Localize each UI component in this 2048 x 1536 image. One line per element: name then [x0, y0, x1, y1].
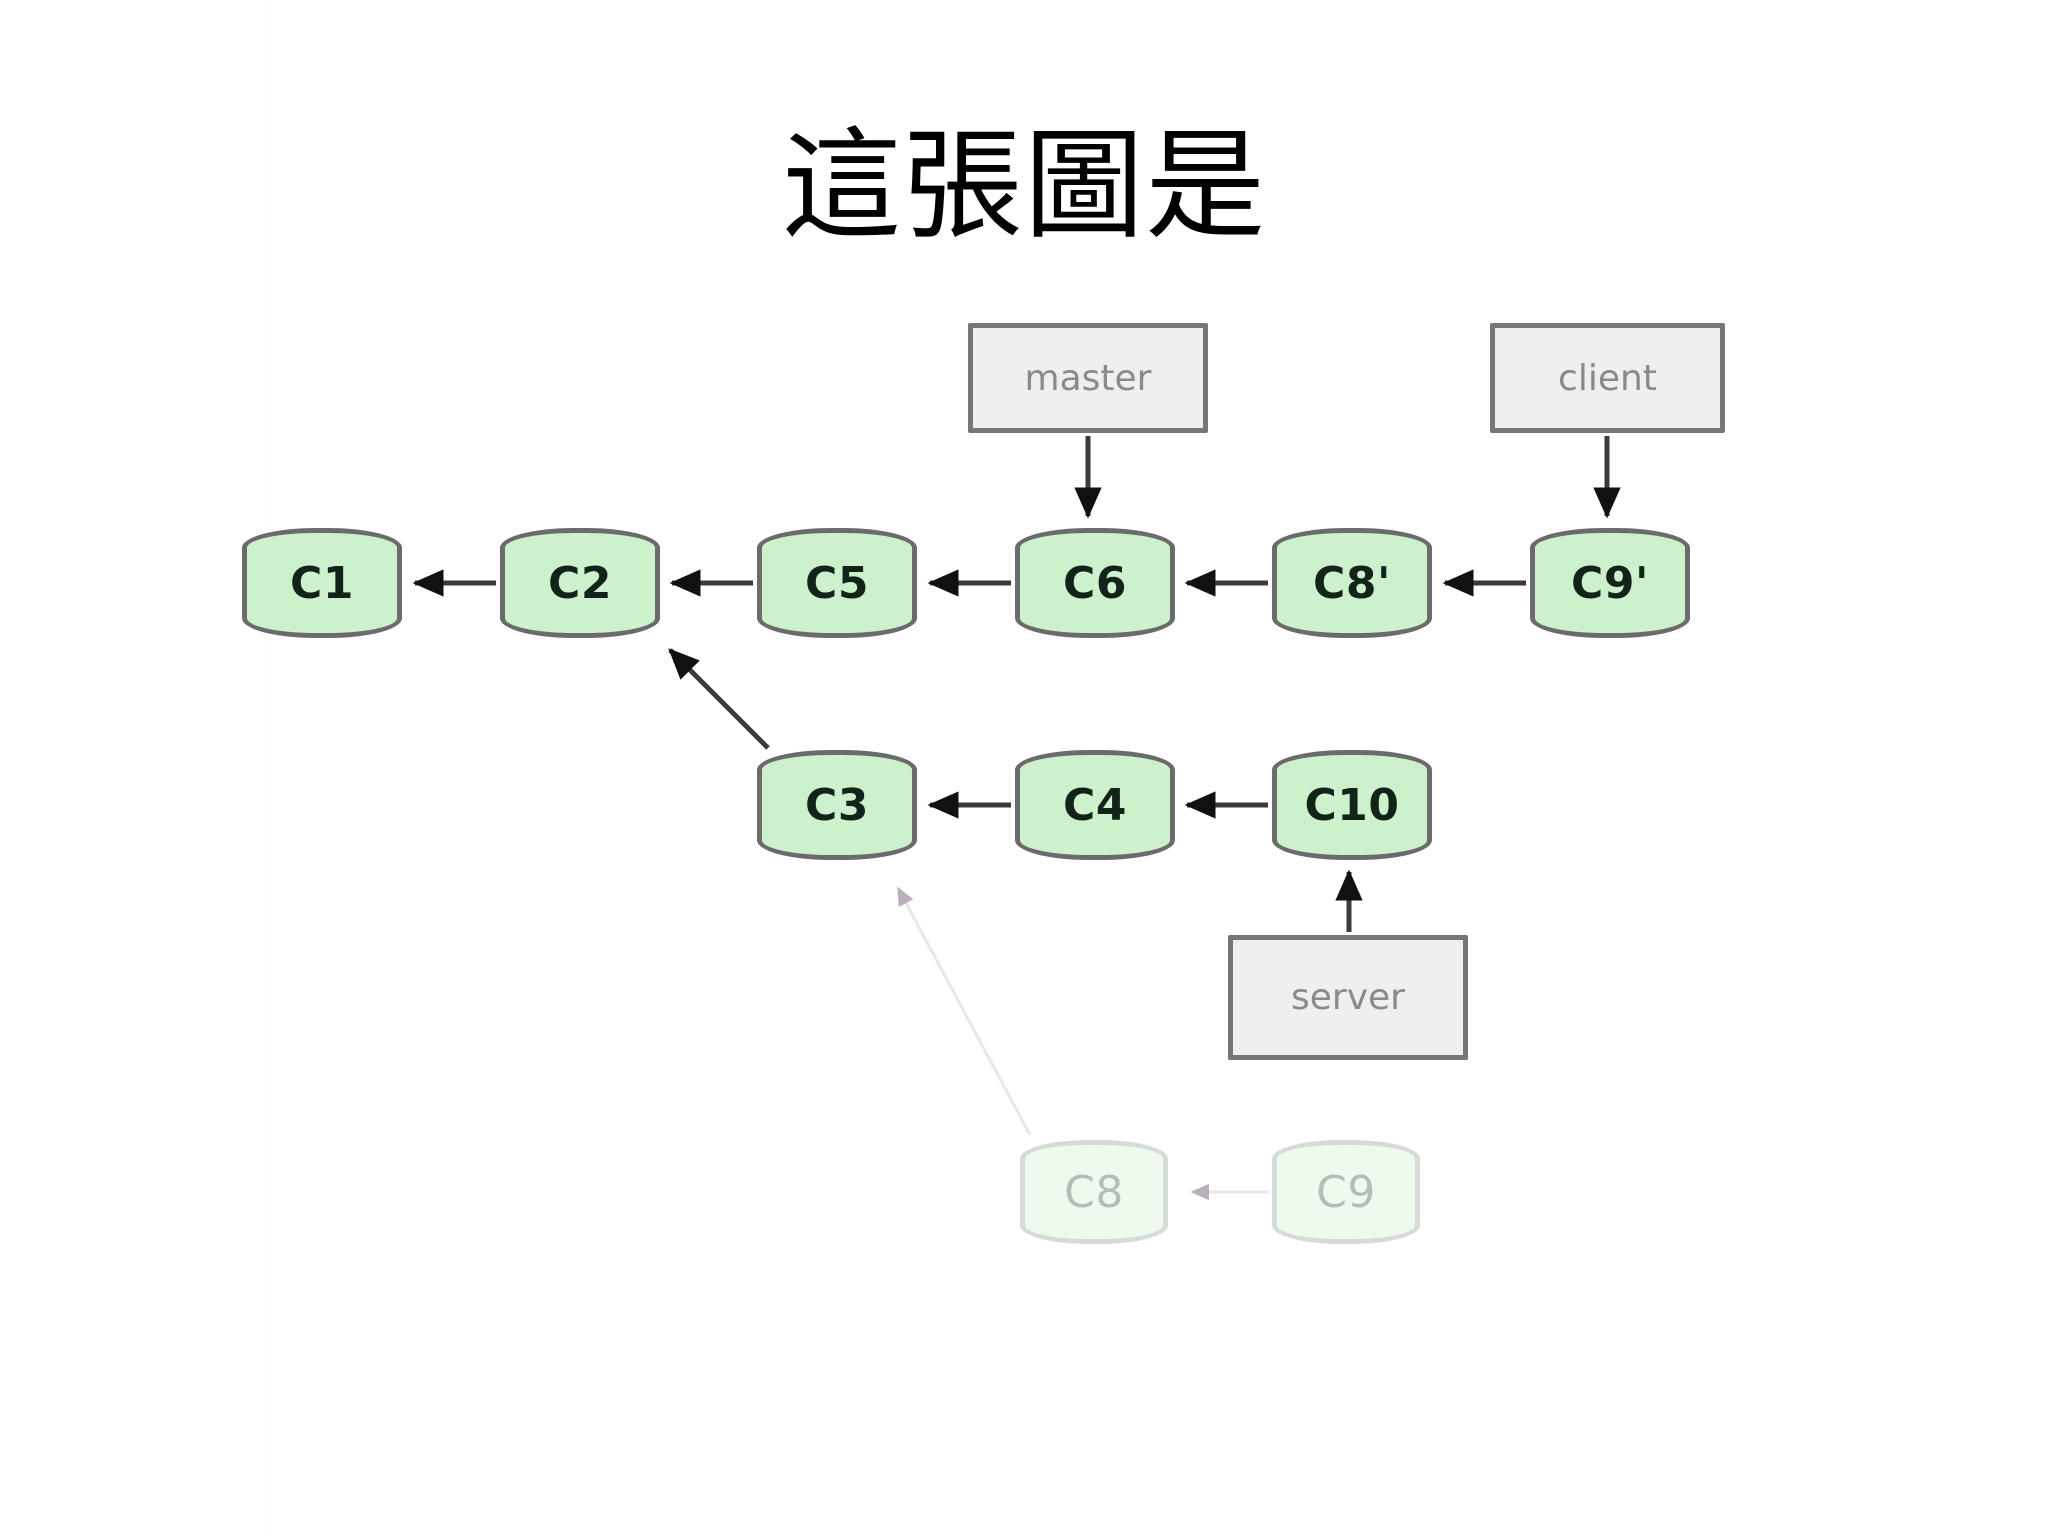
commit-node-c4[interactable]: C4: [1015, 750, 1175, 860]
commit-node-c9-obsolete[interactable]: C9: [1272, 1140, 1420, 1244]
commit-node-c8-prime[interactable]: C8': [1272, 528, 1432, 638]
commit-node-c1[interactable]: C1: [242, 528, 402, 638]
commit-node-c6[interactable]: C6: [1015, 528, 1175, 638]
commit-node-c9-prime[interactable]: C9': [1530, 528, 1690, 638]
commit-node-c8-obsolete[interactable]: C8: [1020, 1140, 1168, 1244]
page-title: 這張圖是: [781, 117, 1267, 257]
branch-label-client[interactable]: client: [1490, 323, 1725, 433]
commit-node-c2[interactable]: C2: [500, 528, 660, 638]
branch-label-server[interactable]: server: [1228, 935, 1468, 1060]
edge-c8-to-c3-ghost: [896, 886, 1032, 1136]
commit-node-c10[interactable]: C10: [1272, 750, 1432, 860]
commit-node-c5[interactable]: C5: [757, 528, 917, 638]
edge-c3-to-c2: [668, 648, 770, 750]
commit-node-c3[interactable]: C3: [757, 750, 917, 860]
slide-content-boundary: [265, 0, 266, 1536]
branch-label-master[interactable]: master: [968, 323, 1208, 433]
